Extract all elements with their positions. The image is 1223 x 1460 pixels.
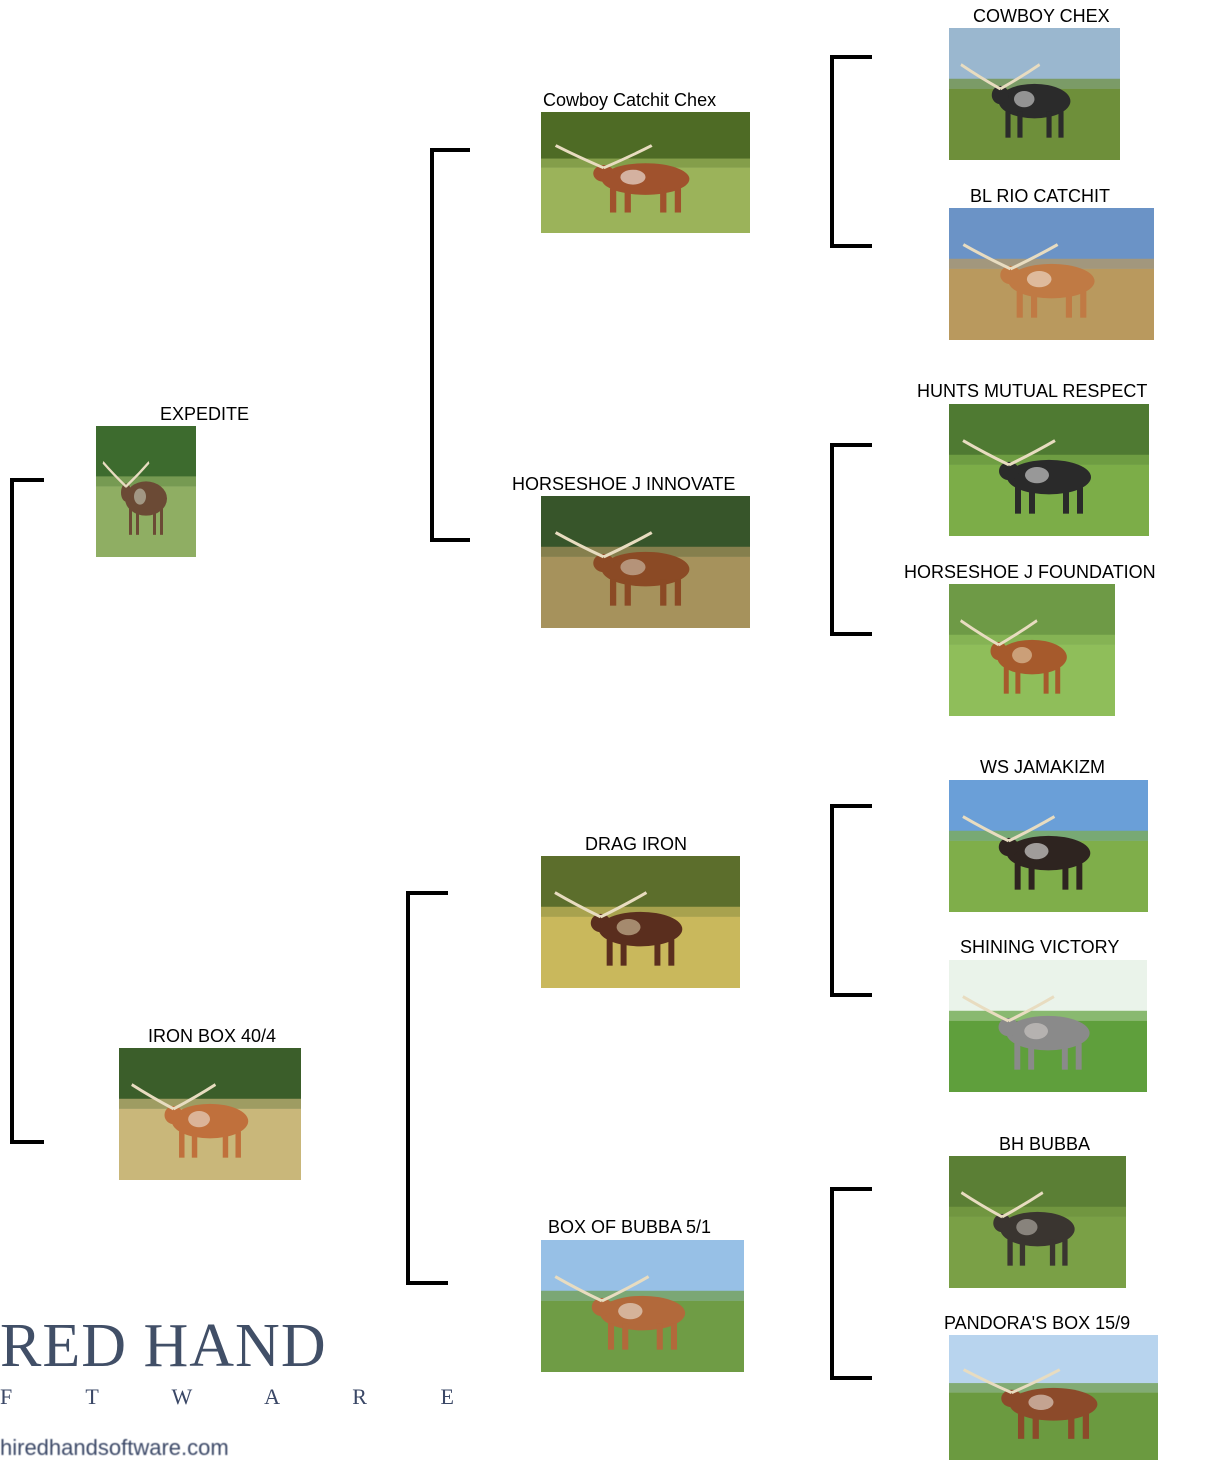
photo-bl-rio-catchit	[949, 208, 1154, 340]
name-pandoras-box: PANDORA'S BOX 15/9	[944, 1313, 1131, 1333]
photo-pandoras-box	[949, 1335, 1158, 1460]
photo-scene	[541, 856, 740, 988]
logo-wordmark: RED HAND	[0, 1312, 327, 1380]
photo-scene	[949, 28, 1120, 160]
photo-scene	[949, 584, 1115, 716]
photo-scene	[541, 1240, 744, 1372]
name-drag-iron: DRAG IRON	[585, 834, 688, 854]
name-cowboy-chex: COWBOY CHEX	[973, 6, 1110, 26]
photo-scene	[949, 960, 1147, 1092]
bracket-box-of-bubba-parents	[830, 1187, 872, 1380]
photo-hunts-mutual-respect	[949, 404, 1149, 536]
name-iron-box: IRON BOX 40/4	[148, 1026, 277, 1046]
photo-cowboy-chex	[949, 28, 1120, 160]
photo-scene	[541, 112, 750, 233]
name-bl-rio-catchit: BL RIO CATCHIT	[970, 186, 1111, 206]
bracket-generation-1	[10, 478, 44, 1144]
photo-horseshoe-j-innovate	[541, 496, 750, 628]
photo-iron-box	[119, 1048, 301, 1180]
logo-subtitle: F T W A R E	[0, 1384, 488, 1409]
photo-box-of-bubba	[541, 1240, 744, 1372]
name-box-of-bubba: BOX OF BUBBA 5/1	[548, 1217, 712, 1237]
name-ws-jamakizm: WS JAMAKIZM	[980, 757, 1105, 777]
name-bh-bubba: BH BUBBA	[999, 1134, 1091, 1154]
name-expedite: EXPEDITE	[160, 404, 250, 424]
photo-horseshoe-j-foundation	[949, 584, 1115, 716]
photo-scene	[541, 496, 750, 628]
photo-shining-victory	[949, 960, 1147, 1092]
photo-ws-jamakizm	[949, 780, 1148, 912]
name-horseshoe-j-foundation: HORSESHOE J FOUNDATION	[904, 562, 1156, 582]
photo-expedite	[96, 426, 196, 557]
photo-cowboy-catchit-chex	[541, 112, 750, 233]
name-cowboy-catchit-chex: Cowboy Catchit Chex	[543, 90, 717, 110]
name-hunts-mutual-respect: HUNTS MUTUAL RESPECT	[917, 381, 1148, 401]
photo-scene	[949, 404, 1149, 536]
photo-scene	[119, 1048, 301, 1180]
photo-scene	[949, 208, 1154, 340]
bracket-innovate-parents	[830, 443, 872, 636]
logo-url[interactable]: hiredhandsoftware.com	[0, 1435, 229, 1460]
photo-scene	[949, 1156, 1126, 1288]
photo-scene	[949, 1335, 1158, 1460]
name-horseshoe-j-innovate: HORSESHOE J INNOVATE	[512, 474, 736, 494]
bracket-sire-parents	[430, 148, 470, 542]
bracket-cowboy-catchit-parents	[830, 55, 872, 248]
bracket-dam-parents	[406, 891, 448, 1285]
name-shining-victory: SHINING VICTORY	[960, 937, 1120, 957]
photo-scene	[949, 780, 1148, 912]
photo-bh-bubba	[949, 1156, 1126, 1288]
photo-scene	[96, 426, 196, 557]
photo-drag-iron	[541, 856, 740, 988]
bracket-drag-iron-parents	[830, 804, 872, 997]
